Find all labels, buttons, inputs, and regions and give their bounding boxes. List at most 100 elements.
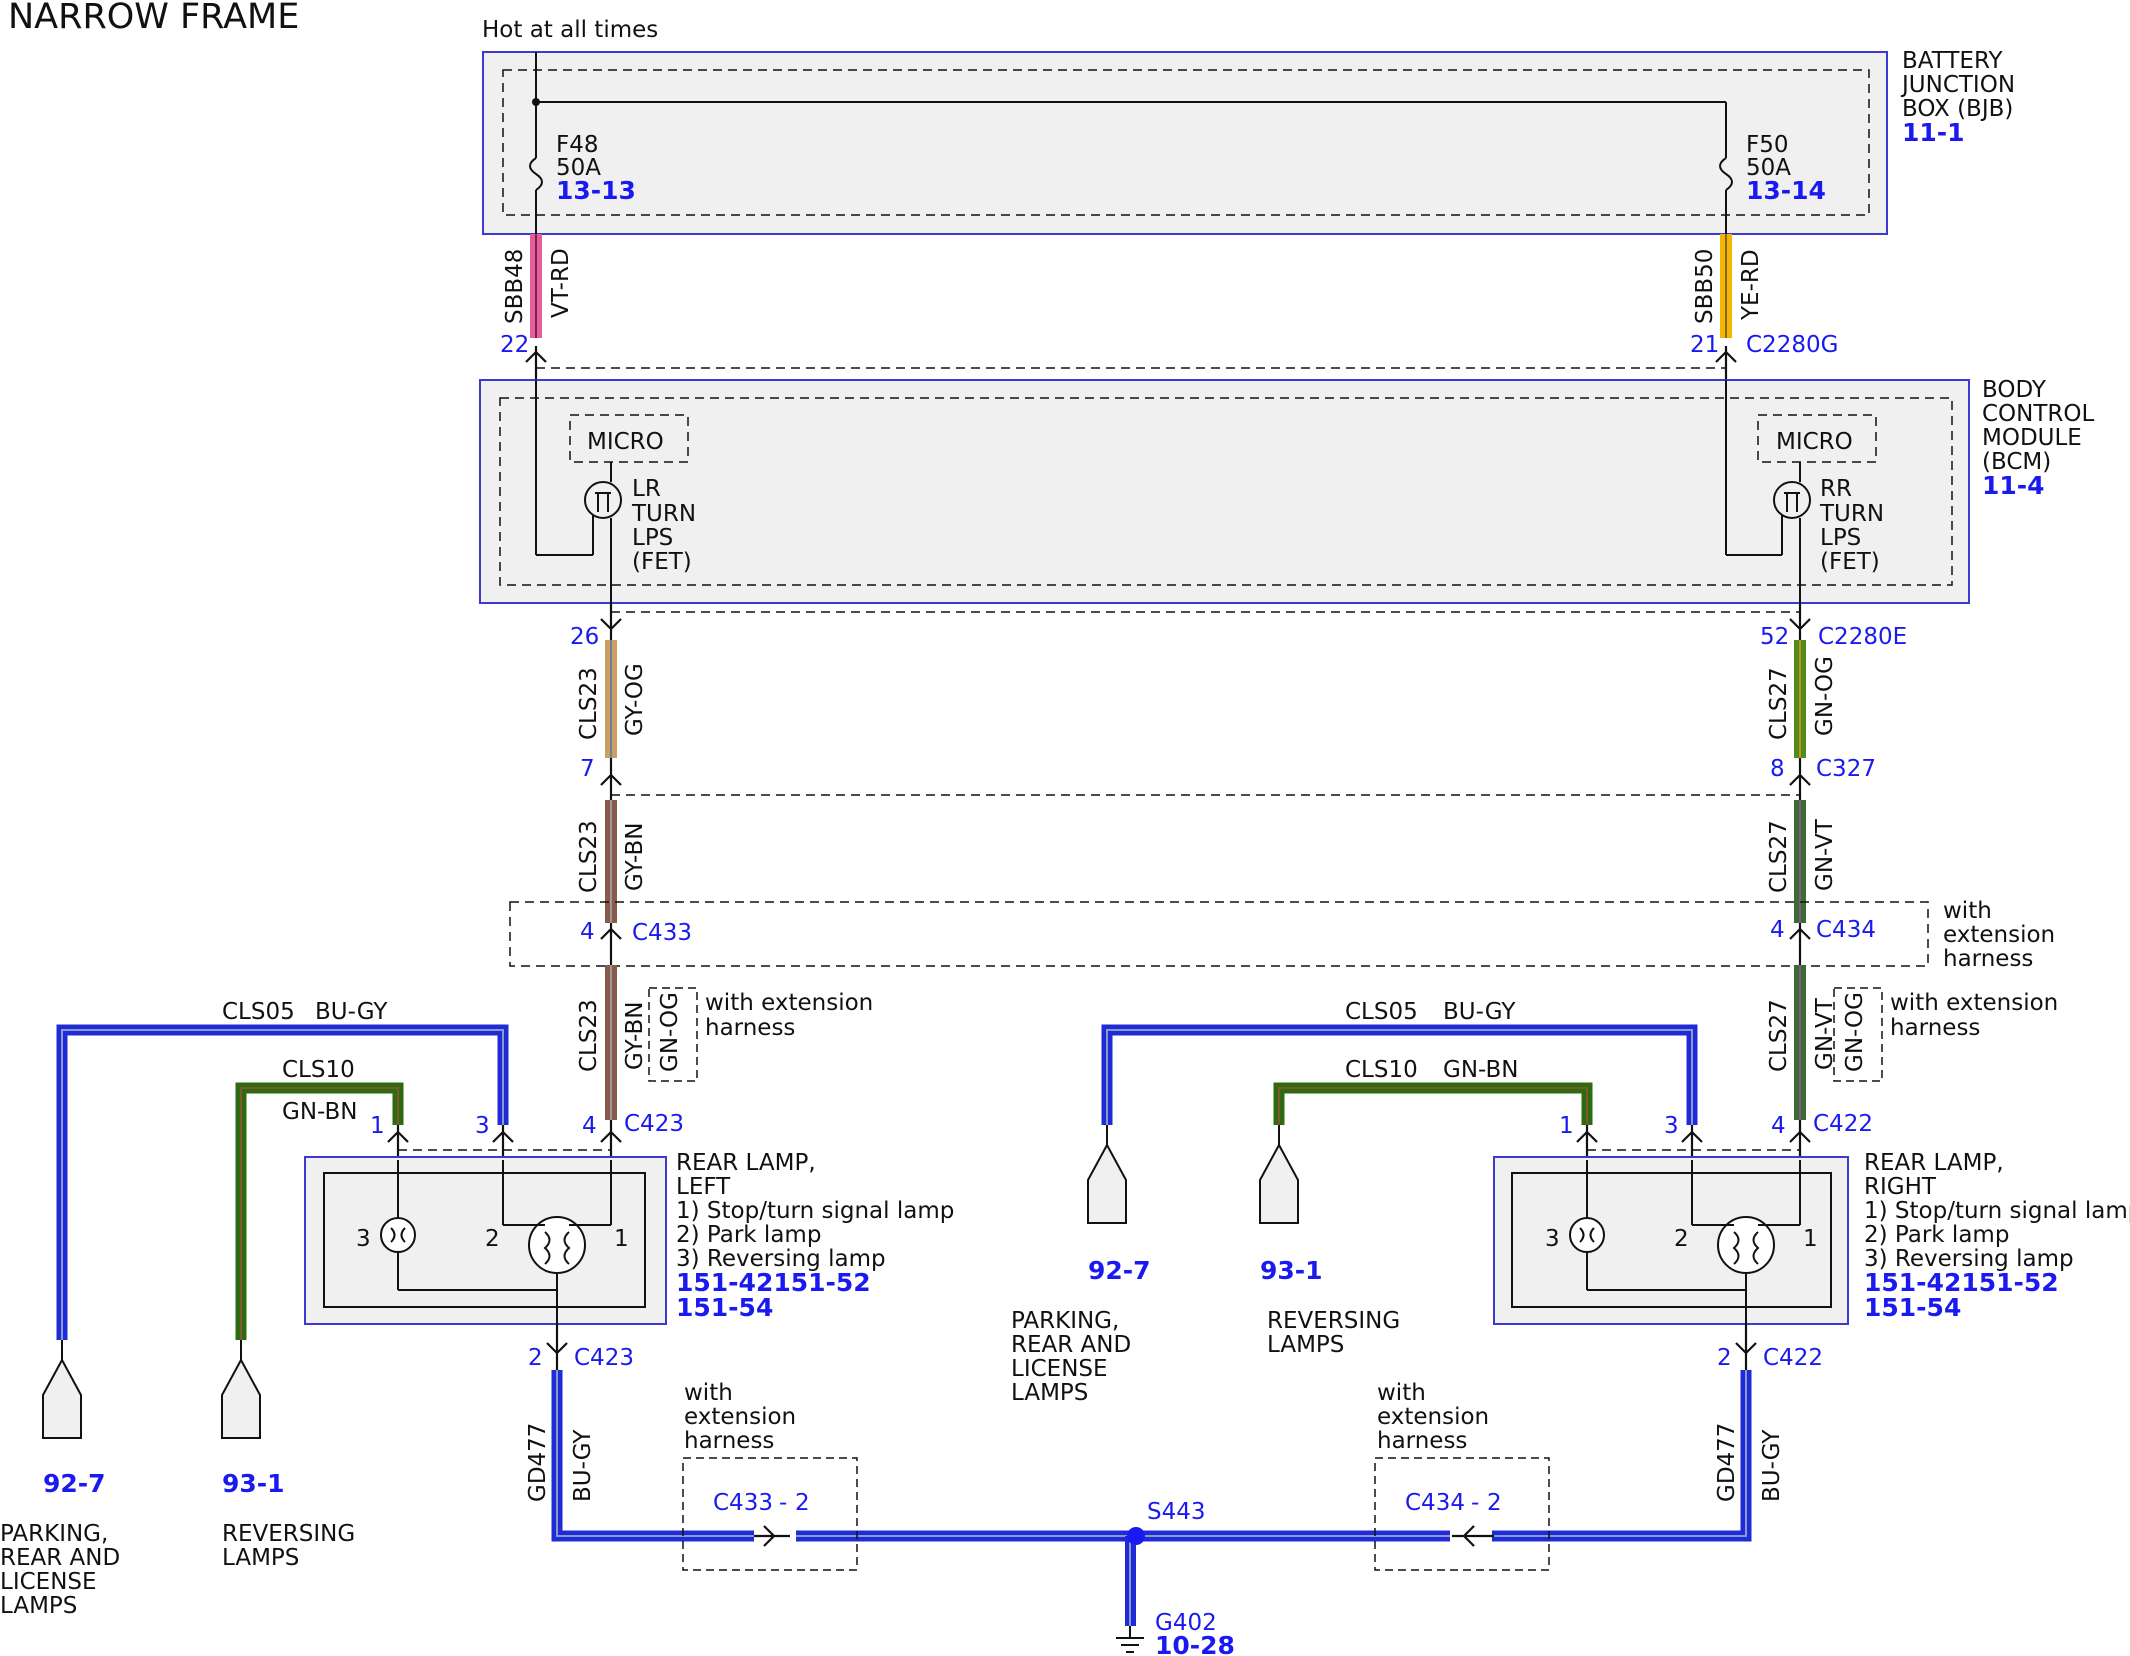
ground-g402: G402 <box>1155 1610 1217 1636</box>
rear-lamp-right: 3 2 1 <box>1493 1156 1849 1325</box>
hot-label: Hot at all times <box>482 17 658 43</box>
rear-lamp-left-item-3: 3) Reversing lamp <box>676 1246 886 1272</box>
ext-harness-c434-2: extension <box>1377 1404 1489 1430</box>
pin-4-left: 4 <box>582 1113 597 1139</box>
bcm-label-1: BODY <box>1982 377 2047 403</box>
pin-21-icon <box>1715 346 1737 380</box>
bjb-label-1: BATTERY <box>1902 48 2003 74</box>
fet-right-label-4: (FET) <box>1820 549 1880 575</box>
pin-2-right-icon <box>1735 1324 1757 1370</box>
ext-harness-c434-1: with <box>1377 1380 1426 1406</box>
pin-2-left: 2 <box>528 1345 543 1371</box>
fet-left-icon <box>584 481 622 519</box>
pin-1-right: 1 <box>1559 1113 1574 1139</box>
ref-92-7-left: 92-7 <box>43 1469 106 1498</box>
rear-lamp-left: 3 2 1 <box>304 1156 667 1325</box>
pin-3-left: 3 <box>475 1113 490 1139</box>
wire-label-cls27-c: CLS27 <box>1766 999 1792 1072</box>
bcm-label-4: (BCM) <box>1982 449 2051 475</box>
micro-label-left: MICRO <box>587 429 664 455</box>
wire-label-gn-bn-left: GN-BN <box>282 1099 358 1125</box>
rear-lamp-right-title-2: RIGHT <box>1864 1174 1937 1200</box>
splice-s443: S443 <box>1147 1499 1206 1525</box>
ext-harness-c433-3: harness <box>684 1428 774 1454</box>
wire-label-gn-vt-b: GN-VT <box>1812 997 1838 1070</box>
reversing-left-2: LAMPS <box>222 1545 299 1571</box>
connector-c433-2-name: C433 <box>713 1490 773 1516</box>
lamp-left-pin-2: 2 <box>485 1226 500 1252</box>
fuse-f48-ref: 13-13 <box>556 176 636 205</box>
lamp-left-pin-3: 3 <box>356 1226 371 1252</box>
wire-label-gd477-left: GD477 <box>525 1423 551 1502</box>
rear-lamp-left-item-2: 2) Park lamp <box>676 1222 821 1248</box>
wire-label-sbb48: SBB48 <box>502 249 528 324</box>
wire-label-cls10-left: CLS10 <box>282 1057 355 1083</box>
wire-label-bu-gy-left: BU-GY <box>315 999 388 1025</box>
pin-22-icon <box>525 346 547 380</box>
rear-lamp-left-title-2: LEFT <box>676 1174 731 1200</box>
wire-label-gy-bn-a: GY-BN <box>622 823 648 891</box>
ext-harness-c433-1: with <box>684 1380 733 1406</box>
pin-22: 22 <box>500 332 529 358</box>
pin-4-right: 4 <box>1771 1113 1786 1139</box>
bcm-label-2: CONTROL <box>1982 401 2095 427</box>
fet-right-label-1: RR <box>1820 476 1852 502</box>
fuse-f48-icon <box>529 157 543 191</box>
pin-4-c434: 4 <box>1770 917 1785 943</box>
fet-left-label-2: TURN <box>631 501 696 527</box>
pin-8: 8 <box>1770 756 1785 782</box>
fuse-f50-icon <box>1719 157 1733 191</box>
pin-26-icon <box>600 603 622 640</box>
rear-lamp-right-item-3: 3) Reversing lamp <box>1864 1246 2074 1272</box>
connector-93-1-left-icon <box>221 1357 261 1439</box>
connector-c2280g: C2280G <box>1746 332 1838 358</box>
fet-right-label-3: LPS <box>1820 525 1861 551</box>
bjb-ref: 11-1 <box>1902 118 1965 147</box>
wire-cls23-gy-og <box>605 640 617 758</box>
ext-harness-top-3: harness <box>1943 946 2033 972</box>
bulb-single-right-icon <box>1569 1217 1605 1253</box>
lamp-right-pin-2: 2 <box>1674 1226 1689 1252</box>
wire-label-cls23-b: CLS23 <box>576 820 602 893</box>
wire-label-gn-og-c: GN-OG <box>1842 992 1868 1072</box>
ext-harness-box-right <box>1833 987 1883 1082</box>
wire-label-bu-gy-gnd-right: BU-GY <box>1759 1429 1785 1502</box>
rear-lamp-right-item-1: 1) Stop/turn signal lamp <box>1864 1198 2130 1224</box>
reversing-right-2: LAMPS <box>1267 1332 1344 1358</box>
ground-ref-10-28: 10-28 <box>1155 1631 1235 1656</box>
ref-93-1-left: 93-1 <box>222 1469 285 1498</box>
fuse-f50-name: F50 <box>1746 132 1789 158</box>
connector-c423-top: C423 <box>624 1111 684 1137</box>
fuse-f48-name: F48 <box>556 132 599 158</box>
fuse-f48-rating: 50A <box>556 155 601 181</box>
pin-3-left-icon <box>492 1125 514 1160</box>
wire-label-cls27-b: CLS27 <box>1766 820 1792 893</box>
battery-junction-box: F48 50A 13-13 F50 50A 13-14 BATTERY JUNC… <box>482 48 2015 235</box>
connector-c433-2-dash: - <box>779 1490 787 1516</box>
reversing-right-1: REVERSING <box>1267 1308 1400 1334</box>
ext-harness-c434-3: harness <box>1377 1428 1467 1454</box>
fet-left-label-4: (FET) <box>632 549 692 575</box>
pin-4-left-icon <box>600 1120 622 1160</box>
bcm-label-3: MODULE <box>1982 425 2082 451</box>
rear-lamp-left-ref-2: 151-54 <box>676 1293 773 1322</box>
pin-4-c433: 4 <box>580 919 595 945</box>
bjb-label-3: BOX (BJB) <box>1902 96 2013 122</box>
wire-label-cls05-left: CLS05 <box>222 999 295 1025</box>
ext-harness-top-1: with <box>1943 898 1992 924</box>
wire-cls23-gy-bn-lower <box>605 965 617 1120</box>
pin-4-c433-icon <box>600 923 622 965</box>
wire-label-bu-gy-gnd-left: BU-GY <box>570 1429 596 1502</box>
connector-c327: C327 <box>1816 756 1876 782</box>
pin-4-right-icon <box>1789 1120 1811 1160</box>
wire-label-cls10-right: CLS10 <box>1345 1057 1418 1083</box>
wire-label-gd477-right: GD477 <box>1714 1423 1740 1502</box>
pin-2-right: 2 <box>1717 1345 1732 1371</box>
body-control-module: MICRO MICRO LR TURN LPS (FET) RR TURN LP… <box>479 377 2095 604</box>
ref-92-7-right: 92-7 <box>1088 1256 1151 1285</box>
wire-label-cls23-c: CLS23 <box>576 999 602 1072</box>
wire-label-gn-vt-a: GN-VT <box>1812 818 1838 891</box>
pin-7: 7 <box>580 756 595 782</box>
ext-harness-left-1: with extension <box>705 990 873 1016</box>
pin-52-icon <box>1789 603 1811 640</box>
